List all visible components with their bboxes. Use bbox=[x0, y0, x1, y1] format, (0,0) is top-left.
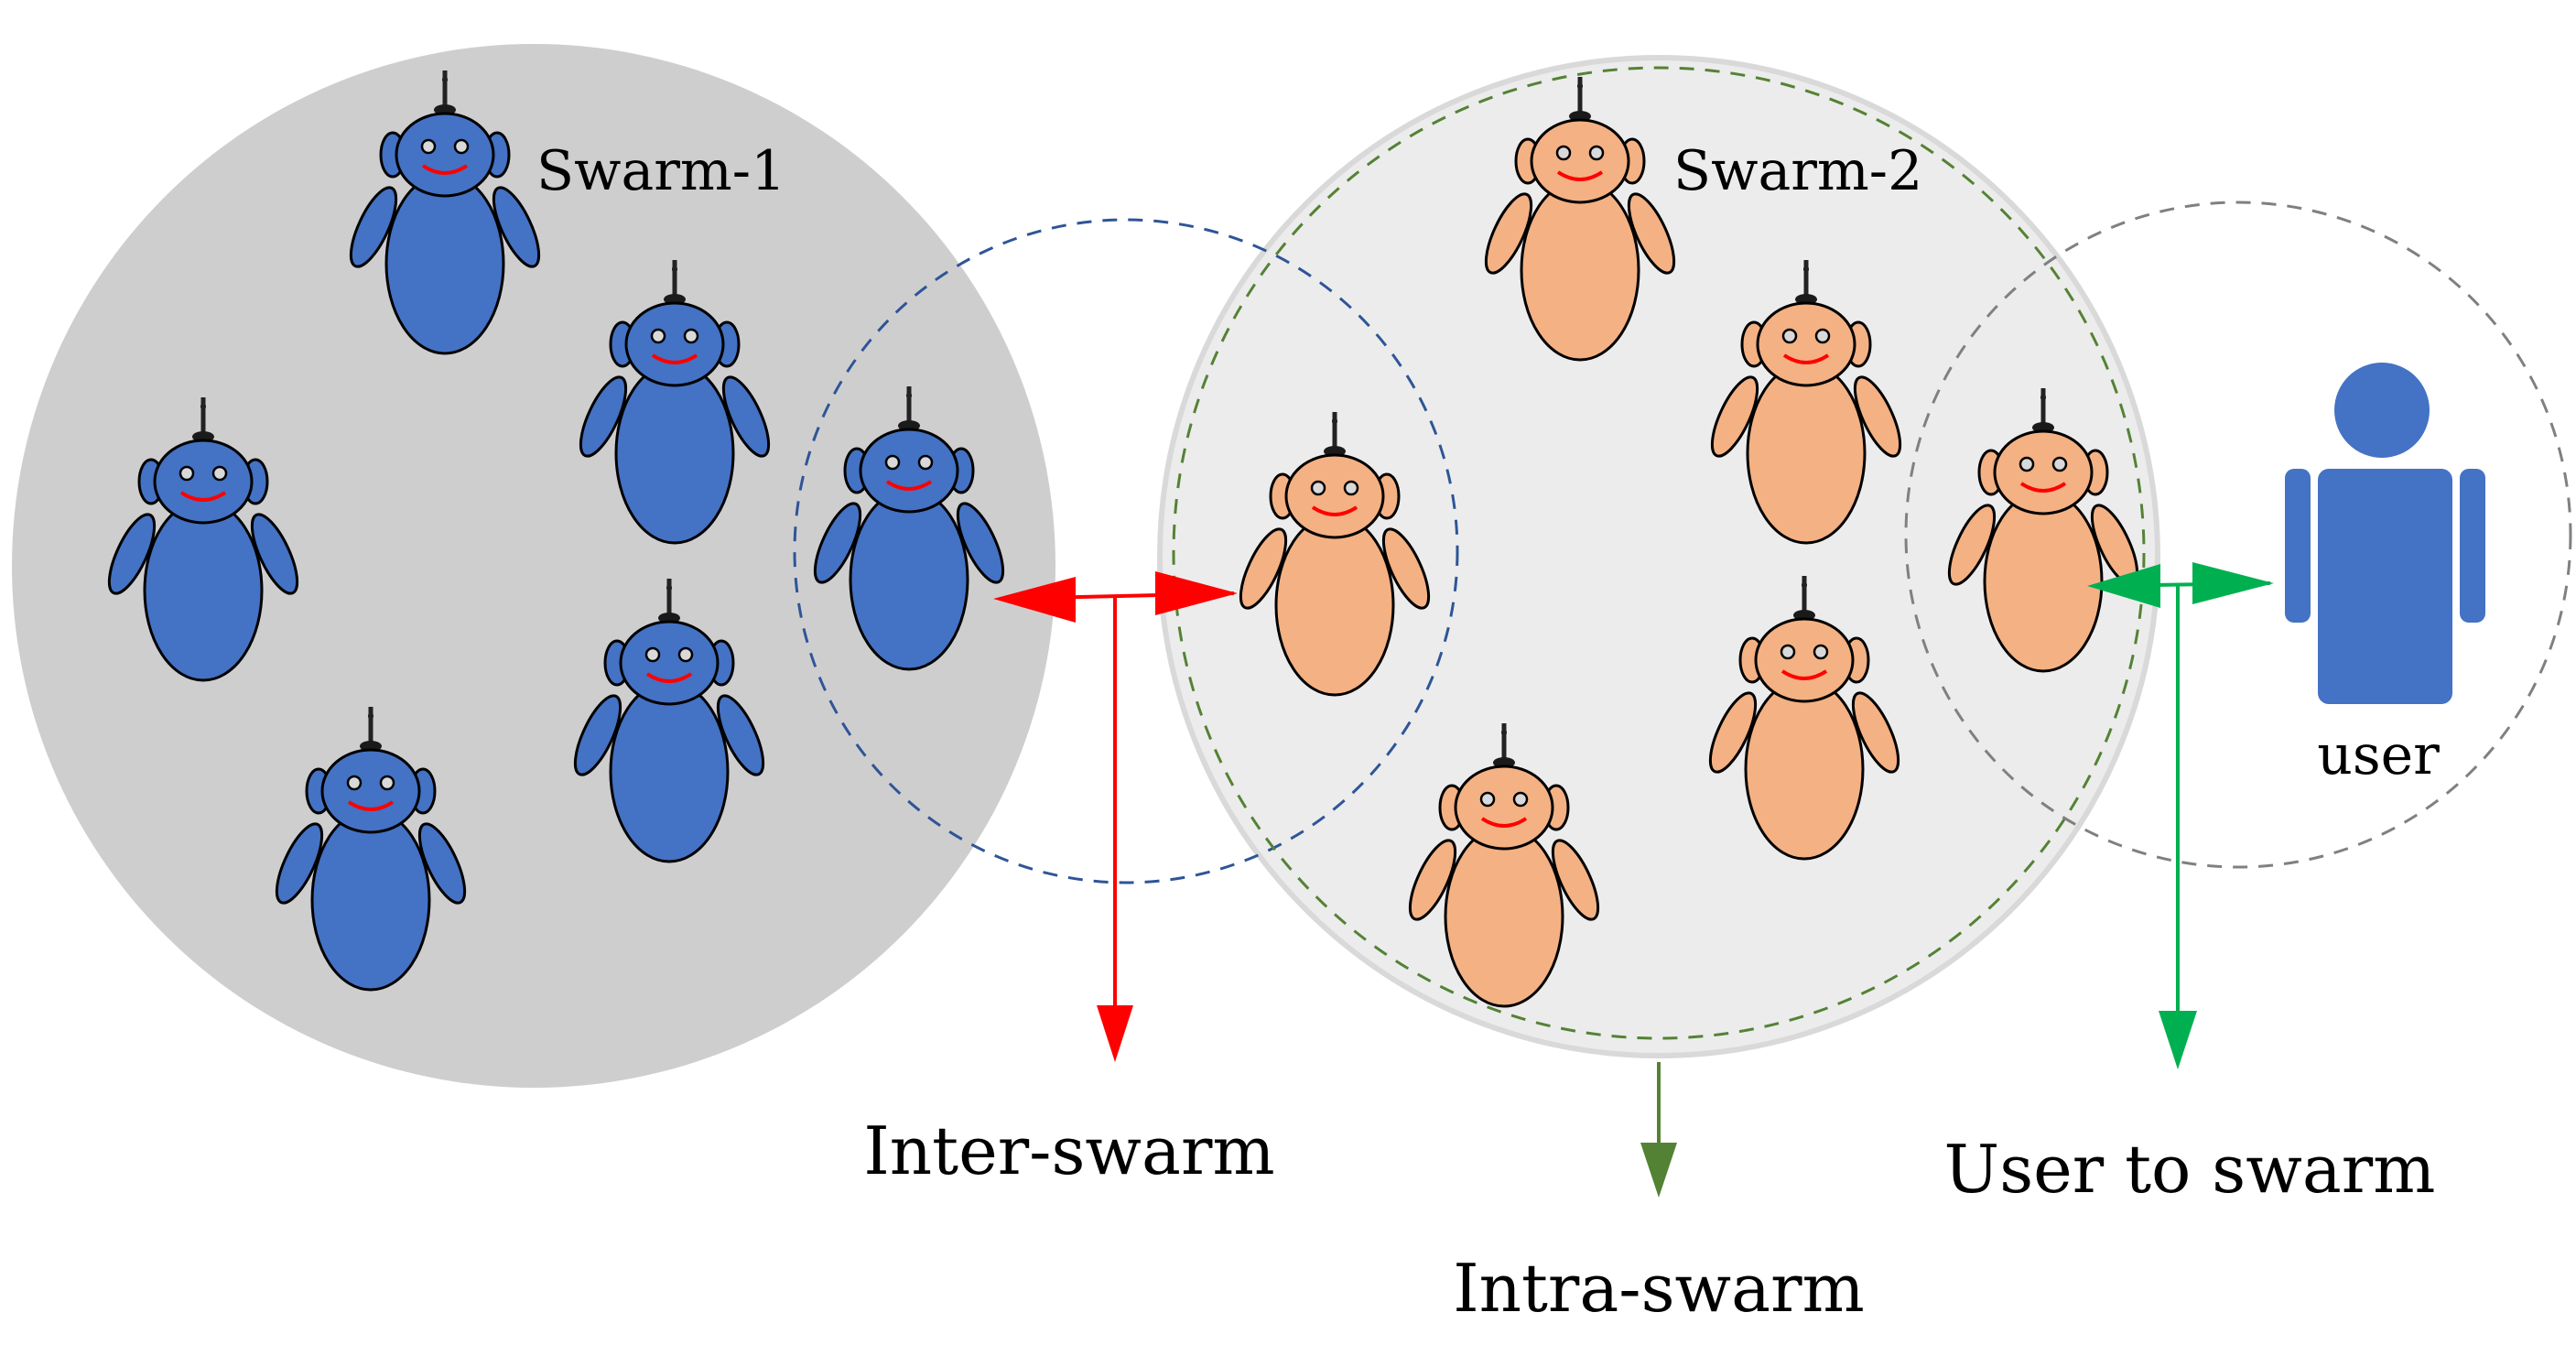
robot-orange bbox=[1408, 723, 1600, 1008]
robot-orange bbox=[1239, 412, 1431, 697]
inter-swarm-arrows bbox=[993, 571, 1238, 1062]
user-range bbox=[1904, 201, 2572, 869]
user-figure bbox=[2285, 363, 2485, 704]
robot-blue bbox=[107, 397, 299, 682]
robot-blue bbox=[579, 260, 771, 545]
user-left-arm bbox=[2285, 469, 2311, 623]
intra-swarm-label: Intra-swarm bbox=[1453, 1250, 1865, 1327]
swarm2-robots bbox=[1239, 77, 2139, 1008]
robot-orange bbox=[1484, 77, 1676, 362]
swarm2-label: Swarm-2 bbox=[1673, 139, 1922, 203]
user-right-arm bbox=[2460, 469, 2485, 623]
robot-blue bbox=[275, 707, 467, 992]
swarm1-label: Swarm-1 bbox=[536, 139, 785, 203]
robot-orange bbox=[1708, 576, 1900, 861]
intra-swarm-range bbox=[1172, 66, 2146, 1040]
user-head bbox=[2334, 363, 2430, 458]
swarm1-region bbox=[12, 44, 1055, 1088]
robot-blue bbox=[573, 579, 765, 863]
swarm1-robots bbox=[107, 71, 1005, 992]
robot-blue bbox=[349, 71, 541, 355]
robot-orange bbox=[1947, 388, 2139, 673]
user-to-swarm-label: User to swarm bbox=[1944, 1131, 2436, 1208]
robot-orange bbox=[1710, 260, 1902, 545]
user-label: user bbox=[2317, 723, 2440, 787]
inter-swarm-label: Inter-swarm bbox=[863, 1112, 1274, 1189]
user-to-swarm-arrows bbox=[2087, 562, 2274, 1069]
inter-swarm-range bbox=[793, 218, 1459, 884]
intra-swarm-arrow bbox=[1640, 1062, 1677, 1198]
user-body bbox=[2318, 469, 2452, 704]
swarm2-region bbox=[1157, 55, 2160, 1058]
robot-blue bbox=[813, 386, 1005, 671]
